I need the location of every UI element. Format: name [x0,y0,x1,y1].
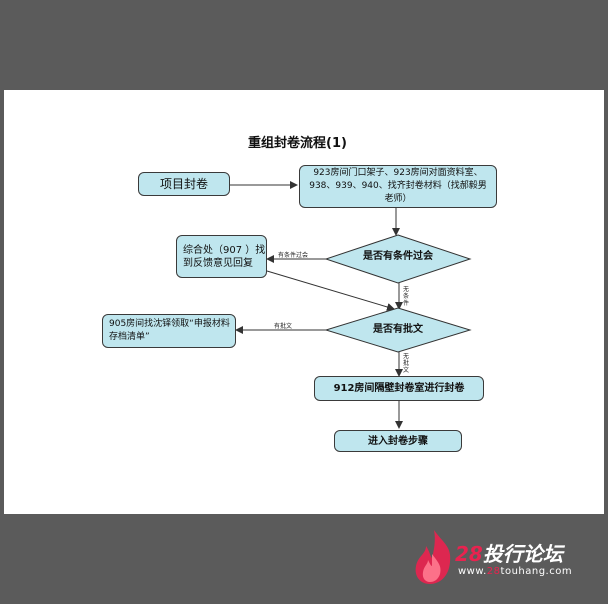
node-feedback-label: 综合处（907 ）找到反馈意见回复 [183,244,266,269]
node-feedback: 综合处（907 ）找到反馈意见回复 [176,235,267,278]
logo-url: www.28touhang.com [458,566,573,577]
page-title: 重组封卷流程(1) [248,136,347,151]
node-start: 项目封卷 [138,172,230,196]
node-step1: 923房间门口架子、923房间对面资料室、938、939、940、找齐封卷材料（… [299,165,497,208]
decision1-diamond [324,234,472,284]
edge-feedback-decision2 [266,270,395,311]
edge-label-no-condition: 无条件 [402,286,409,307]
node-step1-label: 923房间门口架子、923房间对面资料室、938、939、940、找齐封卷材料（… [309,168,487,204]
edge-label-has-approval: 有批文 [274,323,293,330]
node-approval-label: 905房间找沈铎领取“申报材料存档清单” [109,319,230,342]
logo-wordmark: 28投行论坛 [455,542,563,566]
node-end-label: 进入封卷步骤 [368,435,428,447]
flow-connectors [230,181,472,429]
decision1-label: 是否有条件过会 [363,251,433,262]
flame-logo-icon [415,530,451,584]
edge-label-no-approval: 无批文 [402,353,409,374]
node-approval: 905房间找沈铎领取“申报材料存档清单” [102,314,236,348]
decision2-diamond [324,307,472,353]
node-seal-label: 912房间隔壁封卷室进行封卷 [333,383,465,394]
decision2-label: 是否有批文 [373,324,423,335]
edge-label-has-condition: 有条件过会 [278,252,309,259]
document-page: 重组封卷流程(1) 项目封卷 923房间门口架子、923房间对面资料室、938、… [4,90,604,514]
node-end: 进入封卷步骤 [334,430,462,452]
node-start-label: 项目封卷 [159,176,208,191]
node-seal: 912房间隔壁封卷室进行封卷 [314,376,484,401]
